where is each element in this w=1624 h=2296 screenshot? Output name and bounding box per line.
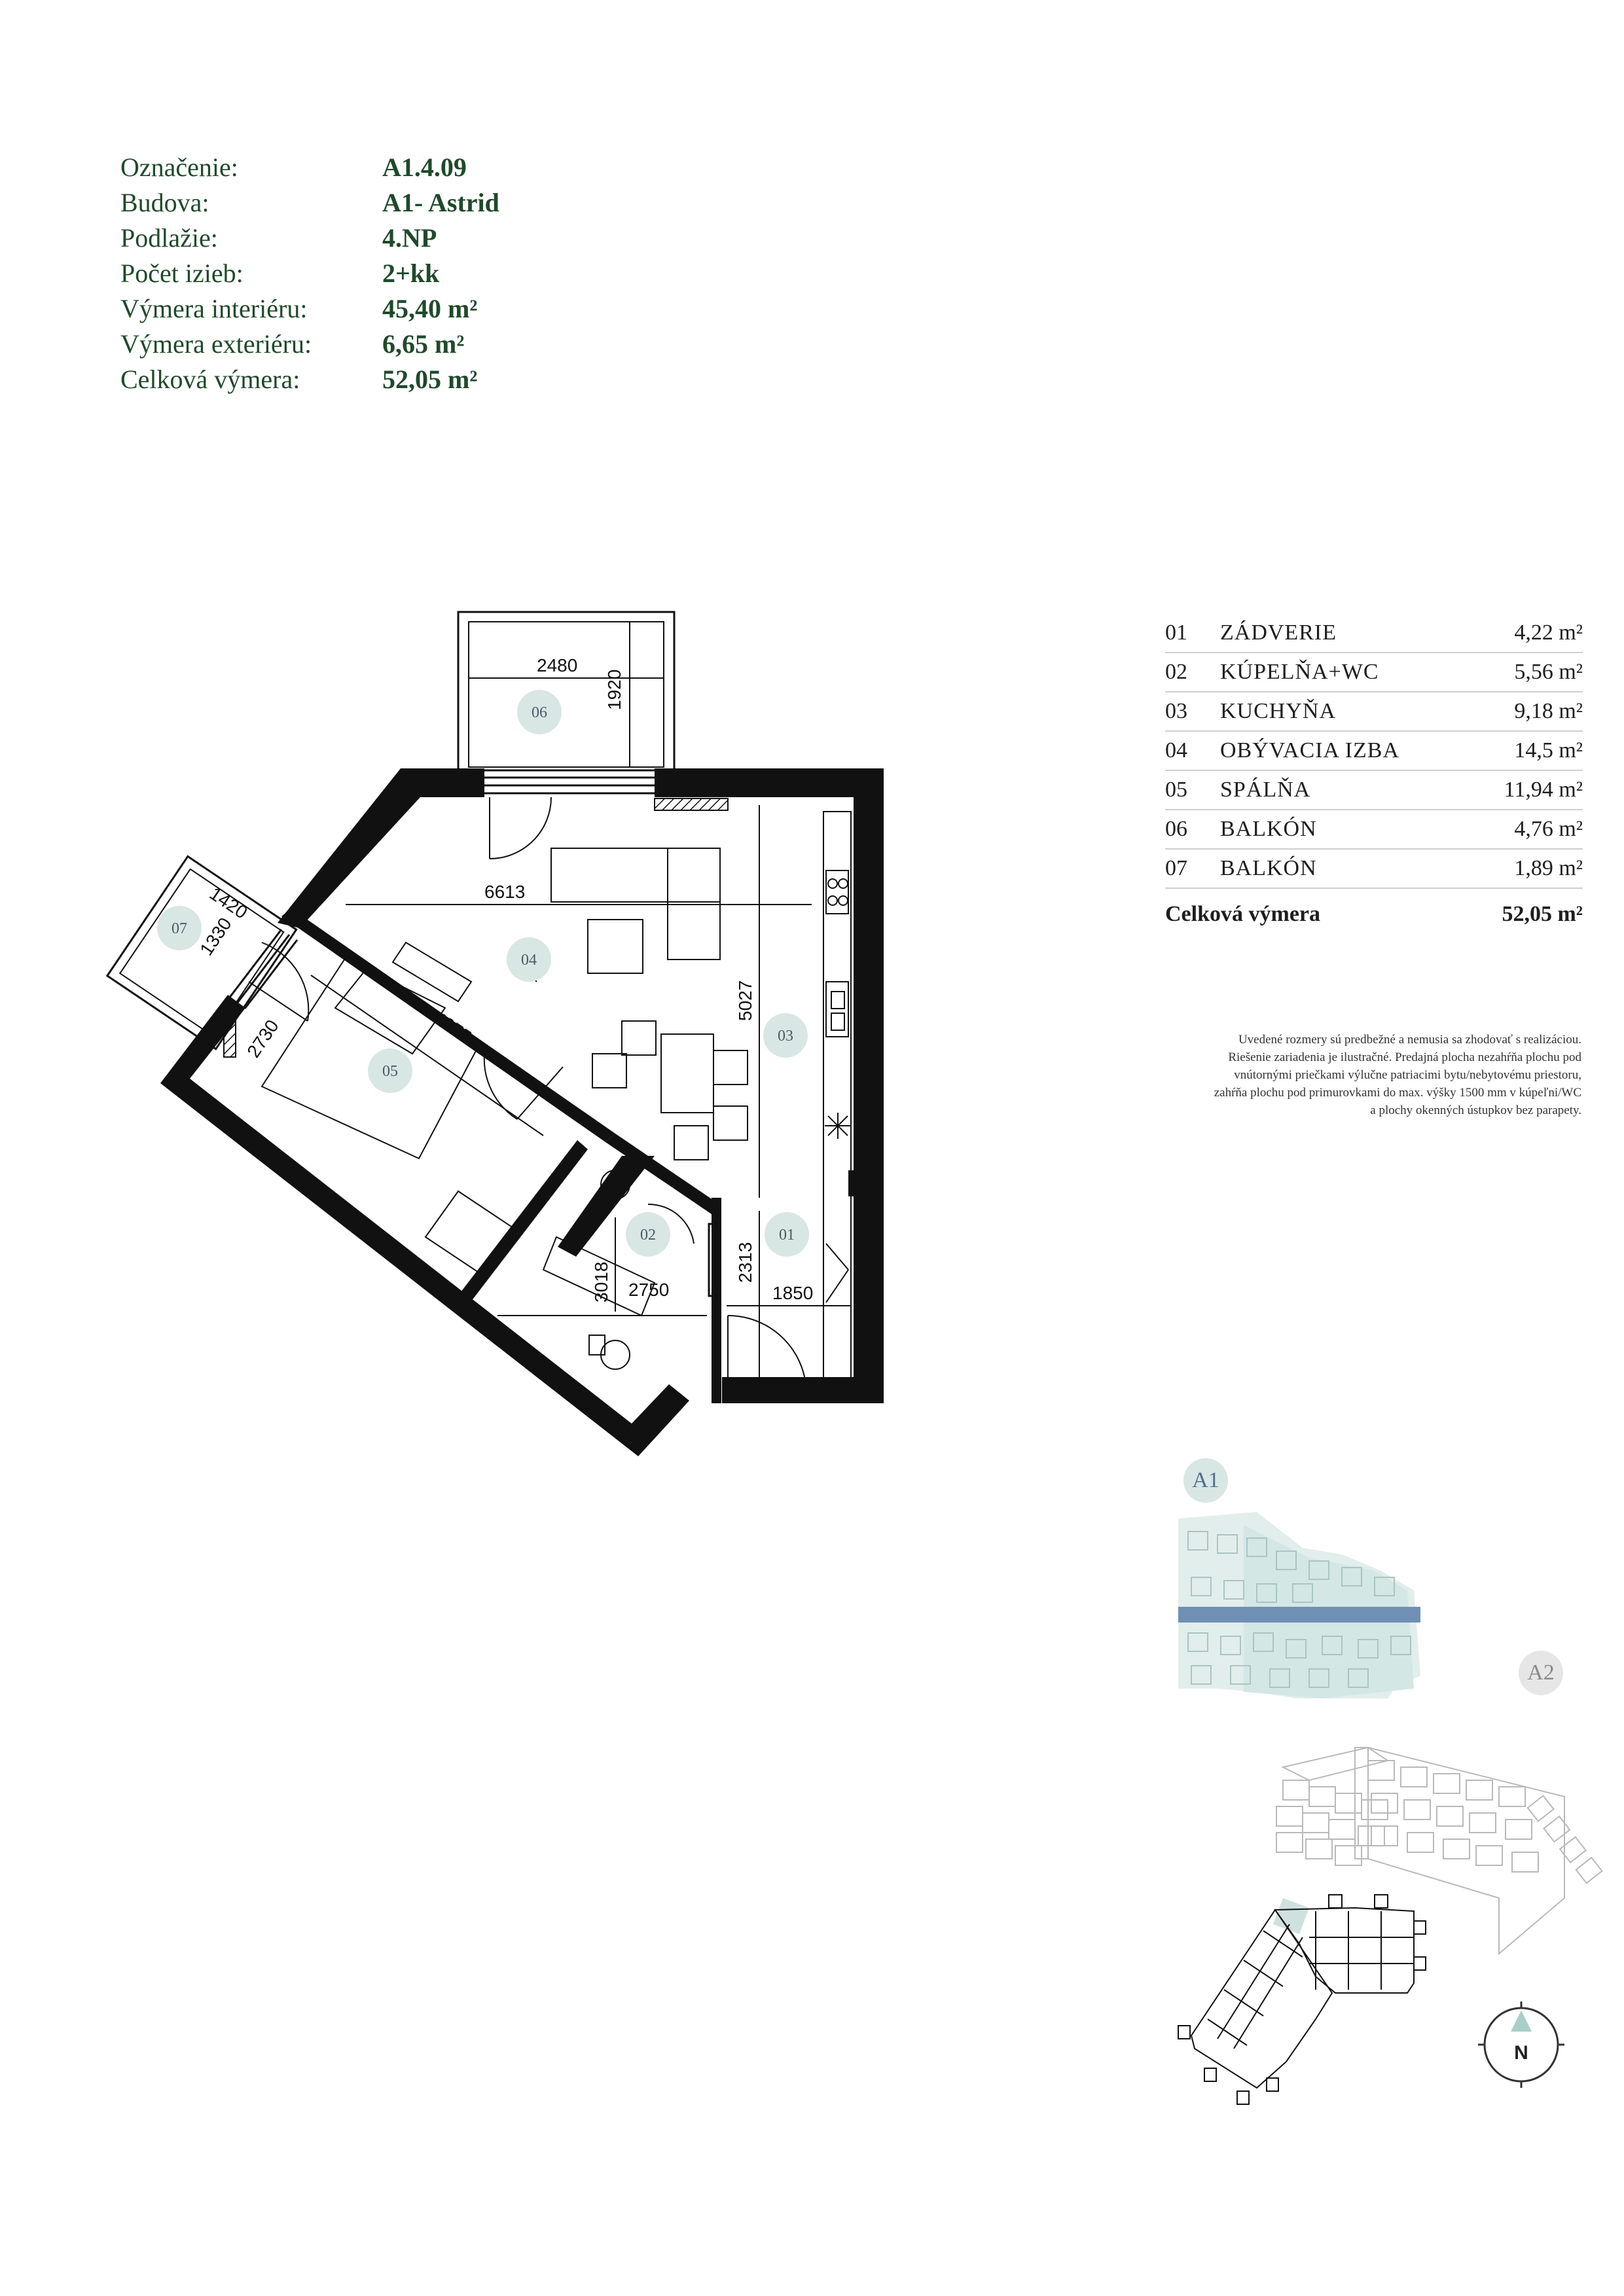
- balcony-06: [457, 611, 676, 772]
- dimension-label: 3018: [591, 1262, 611, 1302]
- dimension-lines: [310, 622, 851, 1391]
- room-tag: 06: [532, 704, 547, 721]
- dimension-label: 5027: [735, 980, 755, 1021]
- room-tags: 06 07 04 03 05 02 01: [157, 690, 809, 1257]
- dimension-label: 2730: [243, 1016, 283, 1061]
- room-row: 01 ZÁDVERIE 4,22 m²: [1165, 613, 1583, 653]
- compass-north-label: N: [1514, 2042, 1528, 2064]
- hatched-wall: [654, 798, 729, 811]
- room-row: 06 BALKÓN 4,76 m²: [1165, 809, 1583, 850]
- room-tag: 05: [382, 1063, 398, 1080]
- exterior-walls: [160, 768, 884, 1456]
- hatched-wall: [223, 1004, 236, 1058]
- room-tag: 04: [521, 952, 537, 969]
- disclaimer-note: Uvedené rozmery sú predbežné a nemusia s…: [1214, 1033, 1581, 1117]
- dimension-label: 1920: [604, 670, 624, 710]
- room-tag: 02: [640, 1227, 656, 1244]
- room-table-total: Celková výmera 52,05 m²: [1165, 902, 1583, 926]
- dimension-label: 2480: [537, 655, 577, 675]
- dimension-label: 1850: [772, 1283, 813, 1303]
- room-row: 07 BALKÓN 1,89 m²: [1165, 848, 1583, 889]
- furniture: [261, 811, 852, 1388]
- highlighted-floor: [1178, 1607, 1420, 1623]
- balcony-07: [105, 855, 298, 1050]
- dimension-label: 6613: [484, 882, 525, 902]
- site-plan: [1178, 1894, 1426, 2105]
- room-row: 04 OBÝVACIA IZBA 14,5 m²: [1165, 730, 1583, 771]
- room-tag: 07: [171, 920, 187, 937]
- dimension-label: 2313: [735, 1242, 755, 1283]
- dimension-label: 1330: [196, 914, 236, 959]
- room-row: 03 KUCHYŇA 9,18 m²: [1165, 691, 1583, 732]
- window: [708, 1223, 719, 1297]
- building-label-a2: A2: [1519, 1651, 1563, 1695]
- room-tag: 03: [778, 1028, 793, 1045]
- room-row: 02 KÚPELŇA+WC 5,56 m²: [1165, 652, 1583, 692]
- window: [228, 929, 298, 1009]
- dimension-label: 2750: [628, 1280, 669, 1300]
- room-tag: 01: [779, 1227, 795, 1244]
- dimension-label: 1420: [206, 883, 251, 923]
- window: [484, 776, 655, 795]
- highlighted-unit: [1273, 1898, 1309, 1934]
- room-row: 05 SPÁLŇA 11,94 m²: [1165, 770, 1583, 810]
- building-a1-illustration: [1178, 1512, 1420, 1698]
- building-label-a1: A1: [1183, 1458, 1228, 1503]
- compass-icon: N: [1478, 2001, 1564, 2088]
- building-a2-illustration: [1276, 1746, 1603, 1956]
- door-swings: [248, 797, 807, 1395]
